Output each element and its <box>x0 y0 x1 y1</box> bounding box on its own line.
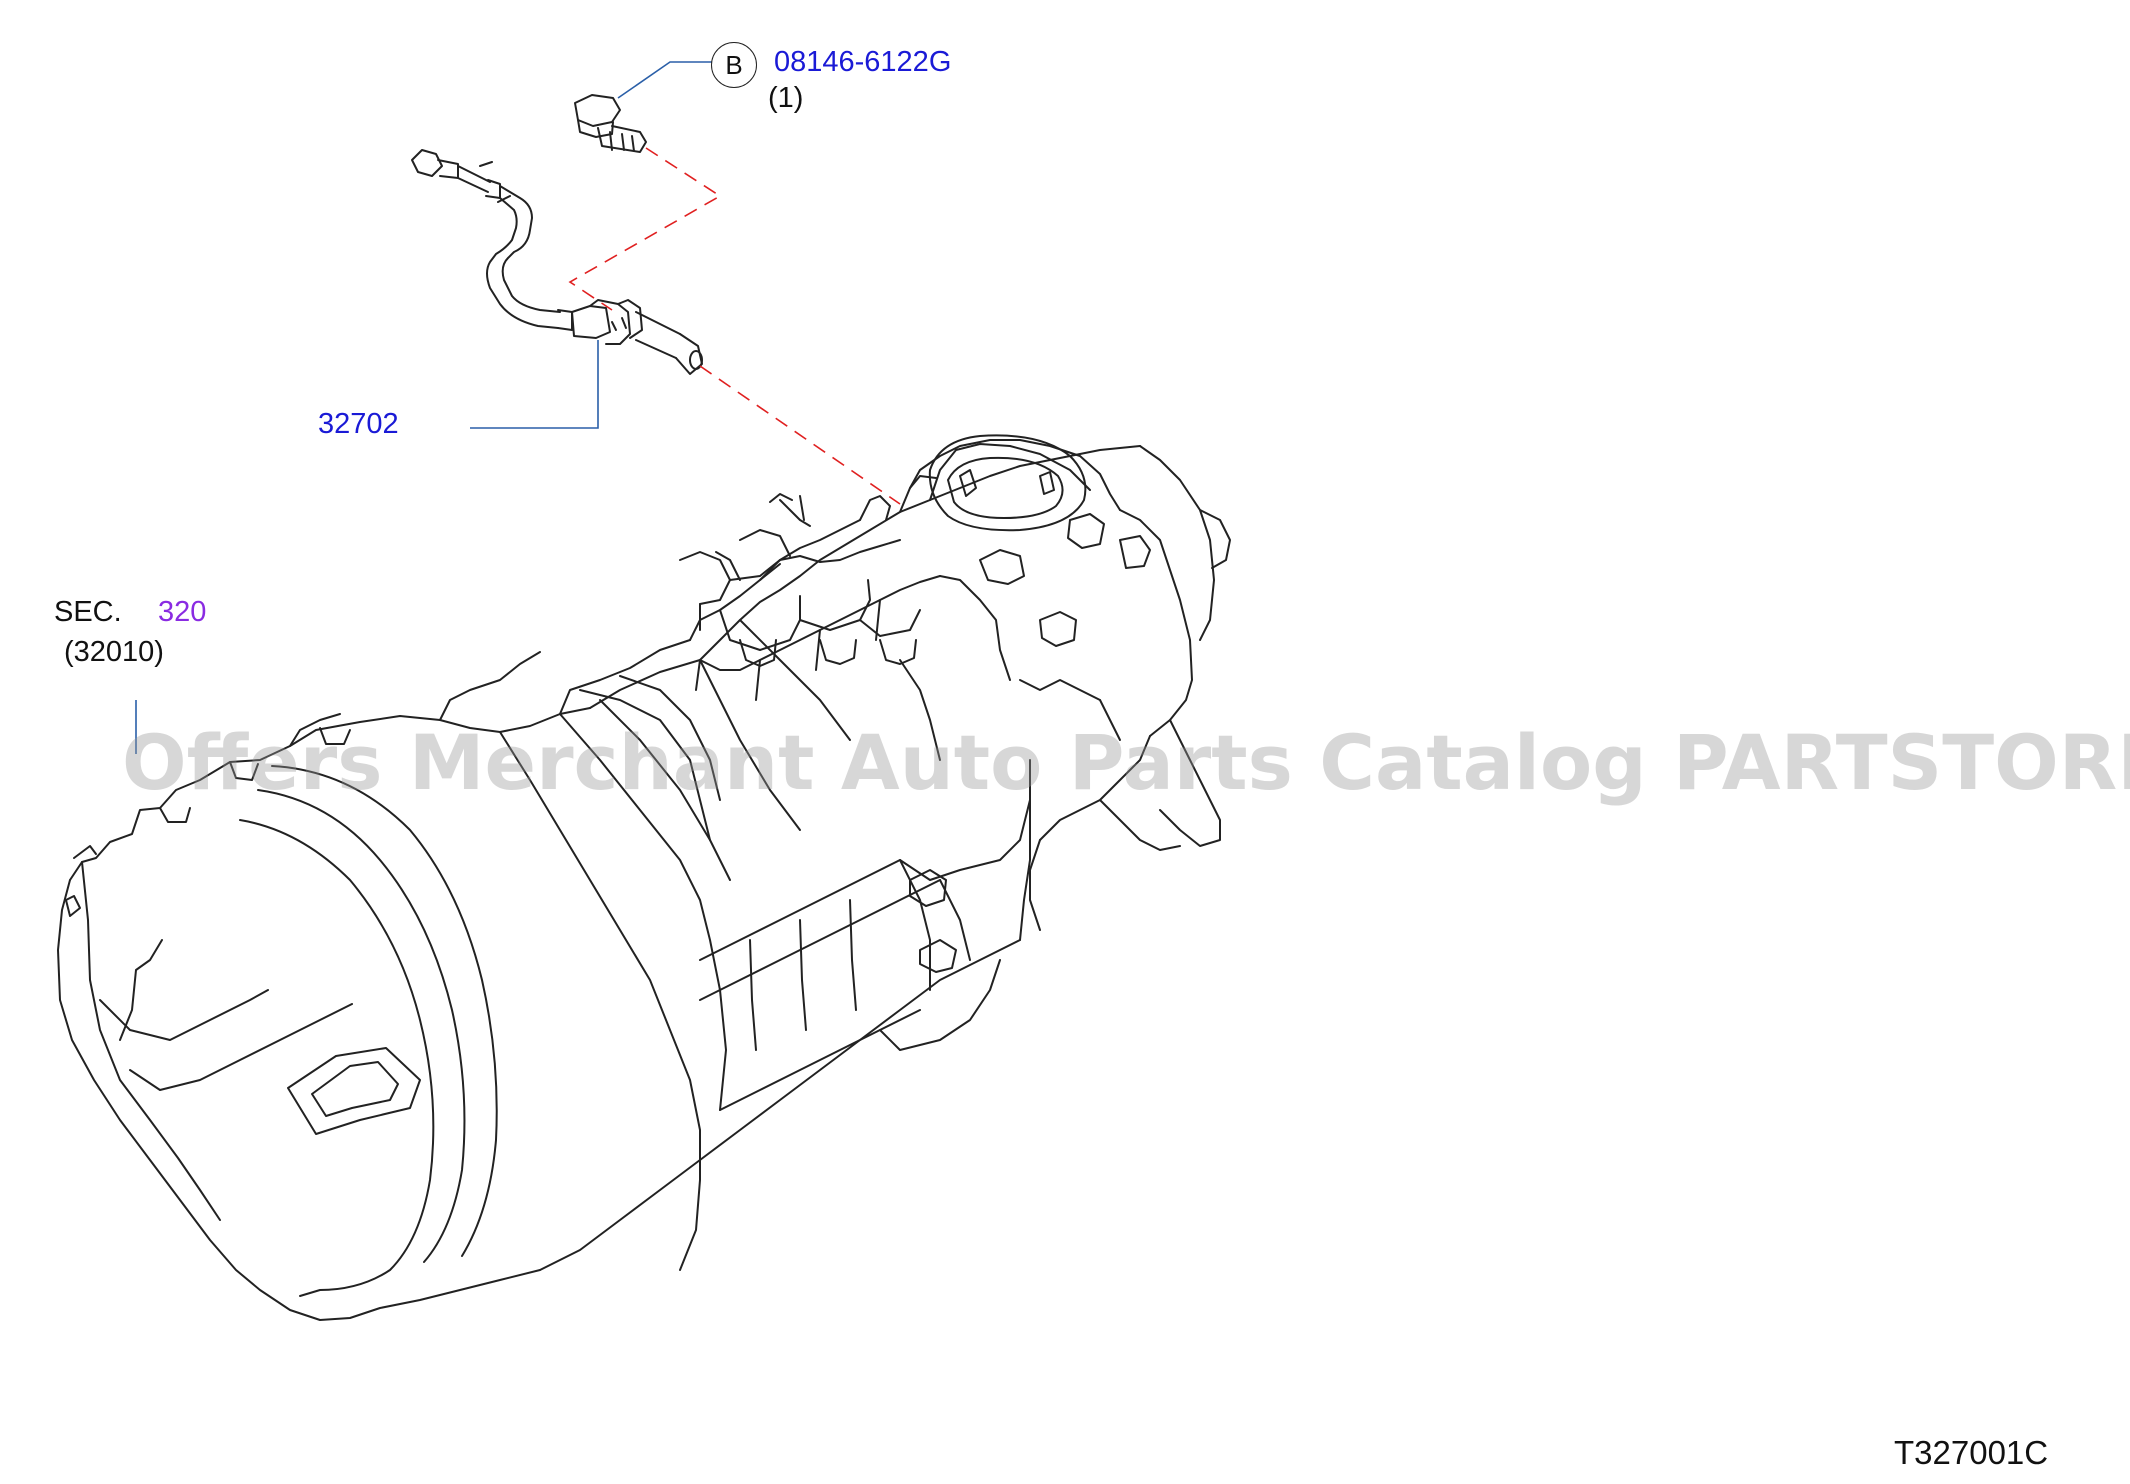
section-prefix: SEC. <box>54 596 122 628</box>
bolt-install-guide <box>568 147 722 311</box>
bolt-part-number-link[interactable]: 08146-6122G <box>774 46 952 78</box>
section-number-link[interactable]: 320 <box>158 596 207 628</box>
cylinder-leader-line <box>470 340 599 429</box>
bolt-leader-line <box>617 61 712 99</box>
cylinder-part-number-link[interactable]: 32702 <box>318 408 399 440</box>
cylinder-install-guide <box>699 365 901 505</box>
diagram-code: T327001C <box>1894 1434 2049 1471</box>
bolt-reference-letter: B <box>725 50 743 80</box>
section-sub-reference: (32010) <box>64 636 164 668</box>
transmission-housing-drawing[interactable] <box>57 434 1231 1321</box>
clutch-slave-cylinder-drawing[interactable] <box>411 149 703 375</box>
bolt-reference-badge: B <box>711 42 757 88</box>
bolt-drawing[interactable] <box>574 94 647 153</box>
bolt-quantity: (1) <box>768 82 804 114</box>
watermark: Offers Merchant Auto Parts Catalog PARTS… <box>122 718 2130 807</box>
